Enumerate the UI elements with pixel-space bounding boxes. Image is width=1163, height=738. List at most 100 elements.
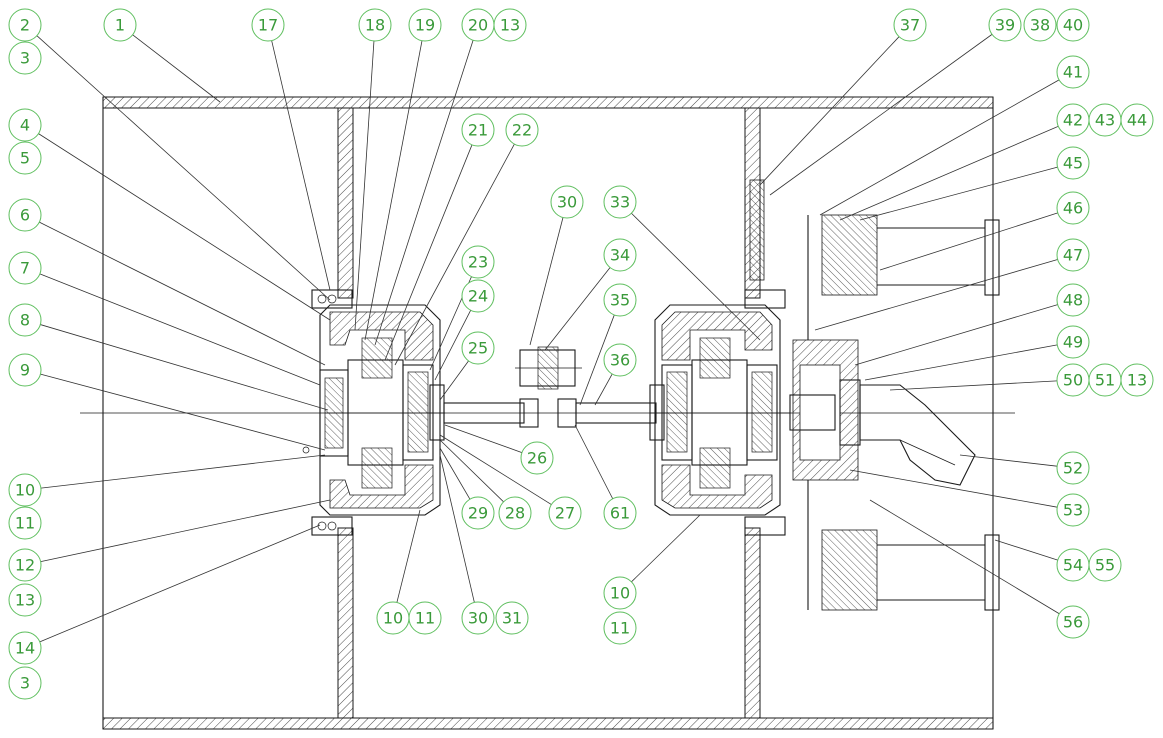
callout-circle xyxy=(8,473,42,507)
leader-line-56 xyxy=(869,499,1060,615)
bracket-37 xyxy=(749,179,765,281)
callout-bubble-46: 46 xyxy=(1056,191,1090,225)
leader-line-14 xyxy=(39,524,321,643)
callout-circle xyxy=(505,113,539,147)
callout-circle xyxy=(8,548,42,582)
callout-label: 45 xyxy=(1063,154,1083,173)
callout-bubble-27: 27 xyxy=(548,496,582,530)
callout-label: 20 xyxy=(468,16,488,35)
right-housing-assembly xyxy=(649,289,790,536)
callout-bubble-47: 47 xyxy=(1056,238,1090,272)
callout-bubble-18: 18 xyxy=(358,8,392,42)
callout-circle xyxy=(548,496,582,530)
left-flange-inner xyxy=(407,371,429,453)
callout-label: 10 xyxy=(383,609,403,628)
callout-bubble-5: 5 xyxy=(8,141,42,175)
leader-line-30 xyxy=(439,454,475,603)
callout-label: 47 xyxy=(1063,246,1083,265)
callout-bubble-13: 13 xyxy=(1120,363,1154,397)
leader-line-1 xyxy=(132,34,221,103)
callout-circle xyxy=(461,496,495,530)
left-bolt-1 xyxy=(317,294,327,304)
right-coupling-hub xyxy=(649,384,665,441)
vibration-isolator-top xyxy=(821,214,878,296)
callout-bubble-17: 17 xyxy=(251,8,285,42)
callout-label: 19 xyxy=(415,16,435,35)
callout-label: 8 xyxy=(20,311,30,330)
callout-circle xyxy=(8,631,42,665)
callout-label: 12 xyxy=(15,556,35,575)
callout-bubble-9: 9 xyxy=(8,353,42,387)
callout-label: 46 xyxy=(1063,199,1083,218)
right-rear-inner xyxy=(751,371,773,453)
callout-label: 41 xyxy=(1063,63,1083,82)
callout-bubble-53: 53 xyxy=(1056,493,1090,527)
callout-bubble-35: 35 xyxy=(603,283,637,317)
leader-line-34 xyxy=(544,267,611,351)
leader-line-22 xyxy=(394,143,515,366)
right-housing-outline xyxy=(654,304,781,516)
callout-bubble-24: 24 xyxy=(461,279,495,313)
callout-bubble-4: 4 xyxy=(8,108,42,142)
callout-circle xyxy=(251,8,285,42)
callout-label: 14 xyxy=(15,639,35,658)
leader-line-30 xyxy=(529,217,564,346)
pump-body xyxy=(859,384,976,486)
leader-line-52 xyxy=(959,454,1058,467)
callout-bubble-1: 1 xyxy=(103,8,137,42)
left-support-plate-upper xyxy=(337,107,354,299)
callout-bubble-20: 20 xyxy=(461,8,495,42)
leader-line-10 xyxy=(631,514,701,583)
callout-bubble-48: 48 xyxy=(1056,283,1090,317)
callout-bubble-41: 41 xyxy=(1056,55,1090,89)
callout-label: 1 xyxy=(115,16,125,35)
callout-bubble-22: 22 xyxy=(505,113,539,147)
left-shaft-end xyxy=(519,398,539,428)
right-flange-inner xyxy=(666,371,688,453)
leader-line-47 xyxy=(814,259,1058,331)
leader-line-12 xyxy=(40,499,331,563)
leader-line-46 xyxy=(879,212,1058,271)
callout-circle xyxy=(8,41,42,75)
leader-line-37 xyxy=(759,36,900,186)
callout-circle xyxy=(493,8,527,42)
frame-top-plate xyxy=(102,96,994,109)
callout-circle xyxy=(461,279,495,313)
callout-label: 39 xyxy=(995,16,1015,35)
leader-line-45 xyxy=(859,166,1058,221)
pump-body-detail xyxy=(899,439,956,466)
callout-label: 56 xyxy=(1063,613,1083,632)
callout-label: 23 xyxy=(468,253,488,272)
callout-circle xyxy=(8,141,42,175)
callout-label: 30 xyxy=(468,609,488,628)
callout-bubble-21: 21 xyxy=(461,113,495,147)
callout-circle xyxy=(520,441,554,475)
callout-circle xyxy=(603,611,637,645)
leader-line-49 xyxy=(864,344,1058,381)
callout-bubble-10: 10 xyxy=(8,473,42,507)
mount-block-inner xyxy=(799,364,841,461)
leader-line-36 xyxy=(594,373,613,406)
callout-bubble-10: 10 xyxy=(376,601,410,635)
callout-bubble-30: 30 xyxy=(550,185,584,219)
callout-label: 9 xyxy=(20,361,30,380)
callout-bubble-31: 31 xyxy=(495,601,529,635)
callout-circle xyxy=(8,8,42,42)
callout-circle xyxy=(1056,493,1090,527)
callout-bubble-42: 42 xyxy=(1056,103,1090,137)
callout-bubble-44: 44 xyxy=(1120,103,1154,137)
callout-bubble-56: 56 xyxy=(1056,605,1090,639)
left-bearing-top xyxy=(361,337,393,379)
callout-bubble-23: 23 xyxy=(461,245,495,279)
callout-bubble-28: 28 xyxy=(498,496,532,530)
callout-bubble-3: 3 xyxy=(8,41,42,75)
callout-label: 26 xyxy=(527,449,547,468)
callout-circle xyxy=(461,245,495,279)
callout-bubble-26: 26 xyxy=(520,441,554,475)
callout-circle xyxy=(498,496,532,530)
callout-circle xyxy=(603,283,637,317)
rod-end-plate-top xyxy=(984,219,1000,296)
callout-circle xyxy=(358,8,392,42)
